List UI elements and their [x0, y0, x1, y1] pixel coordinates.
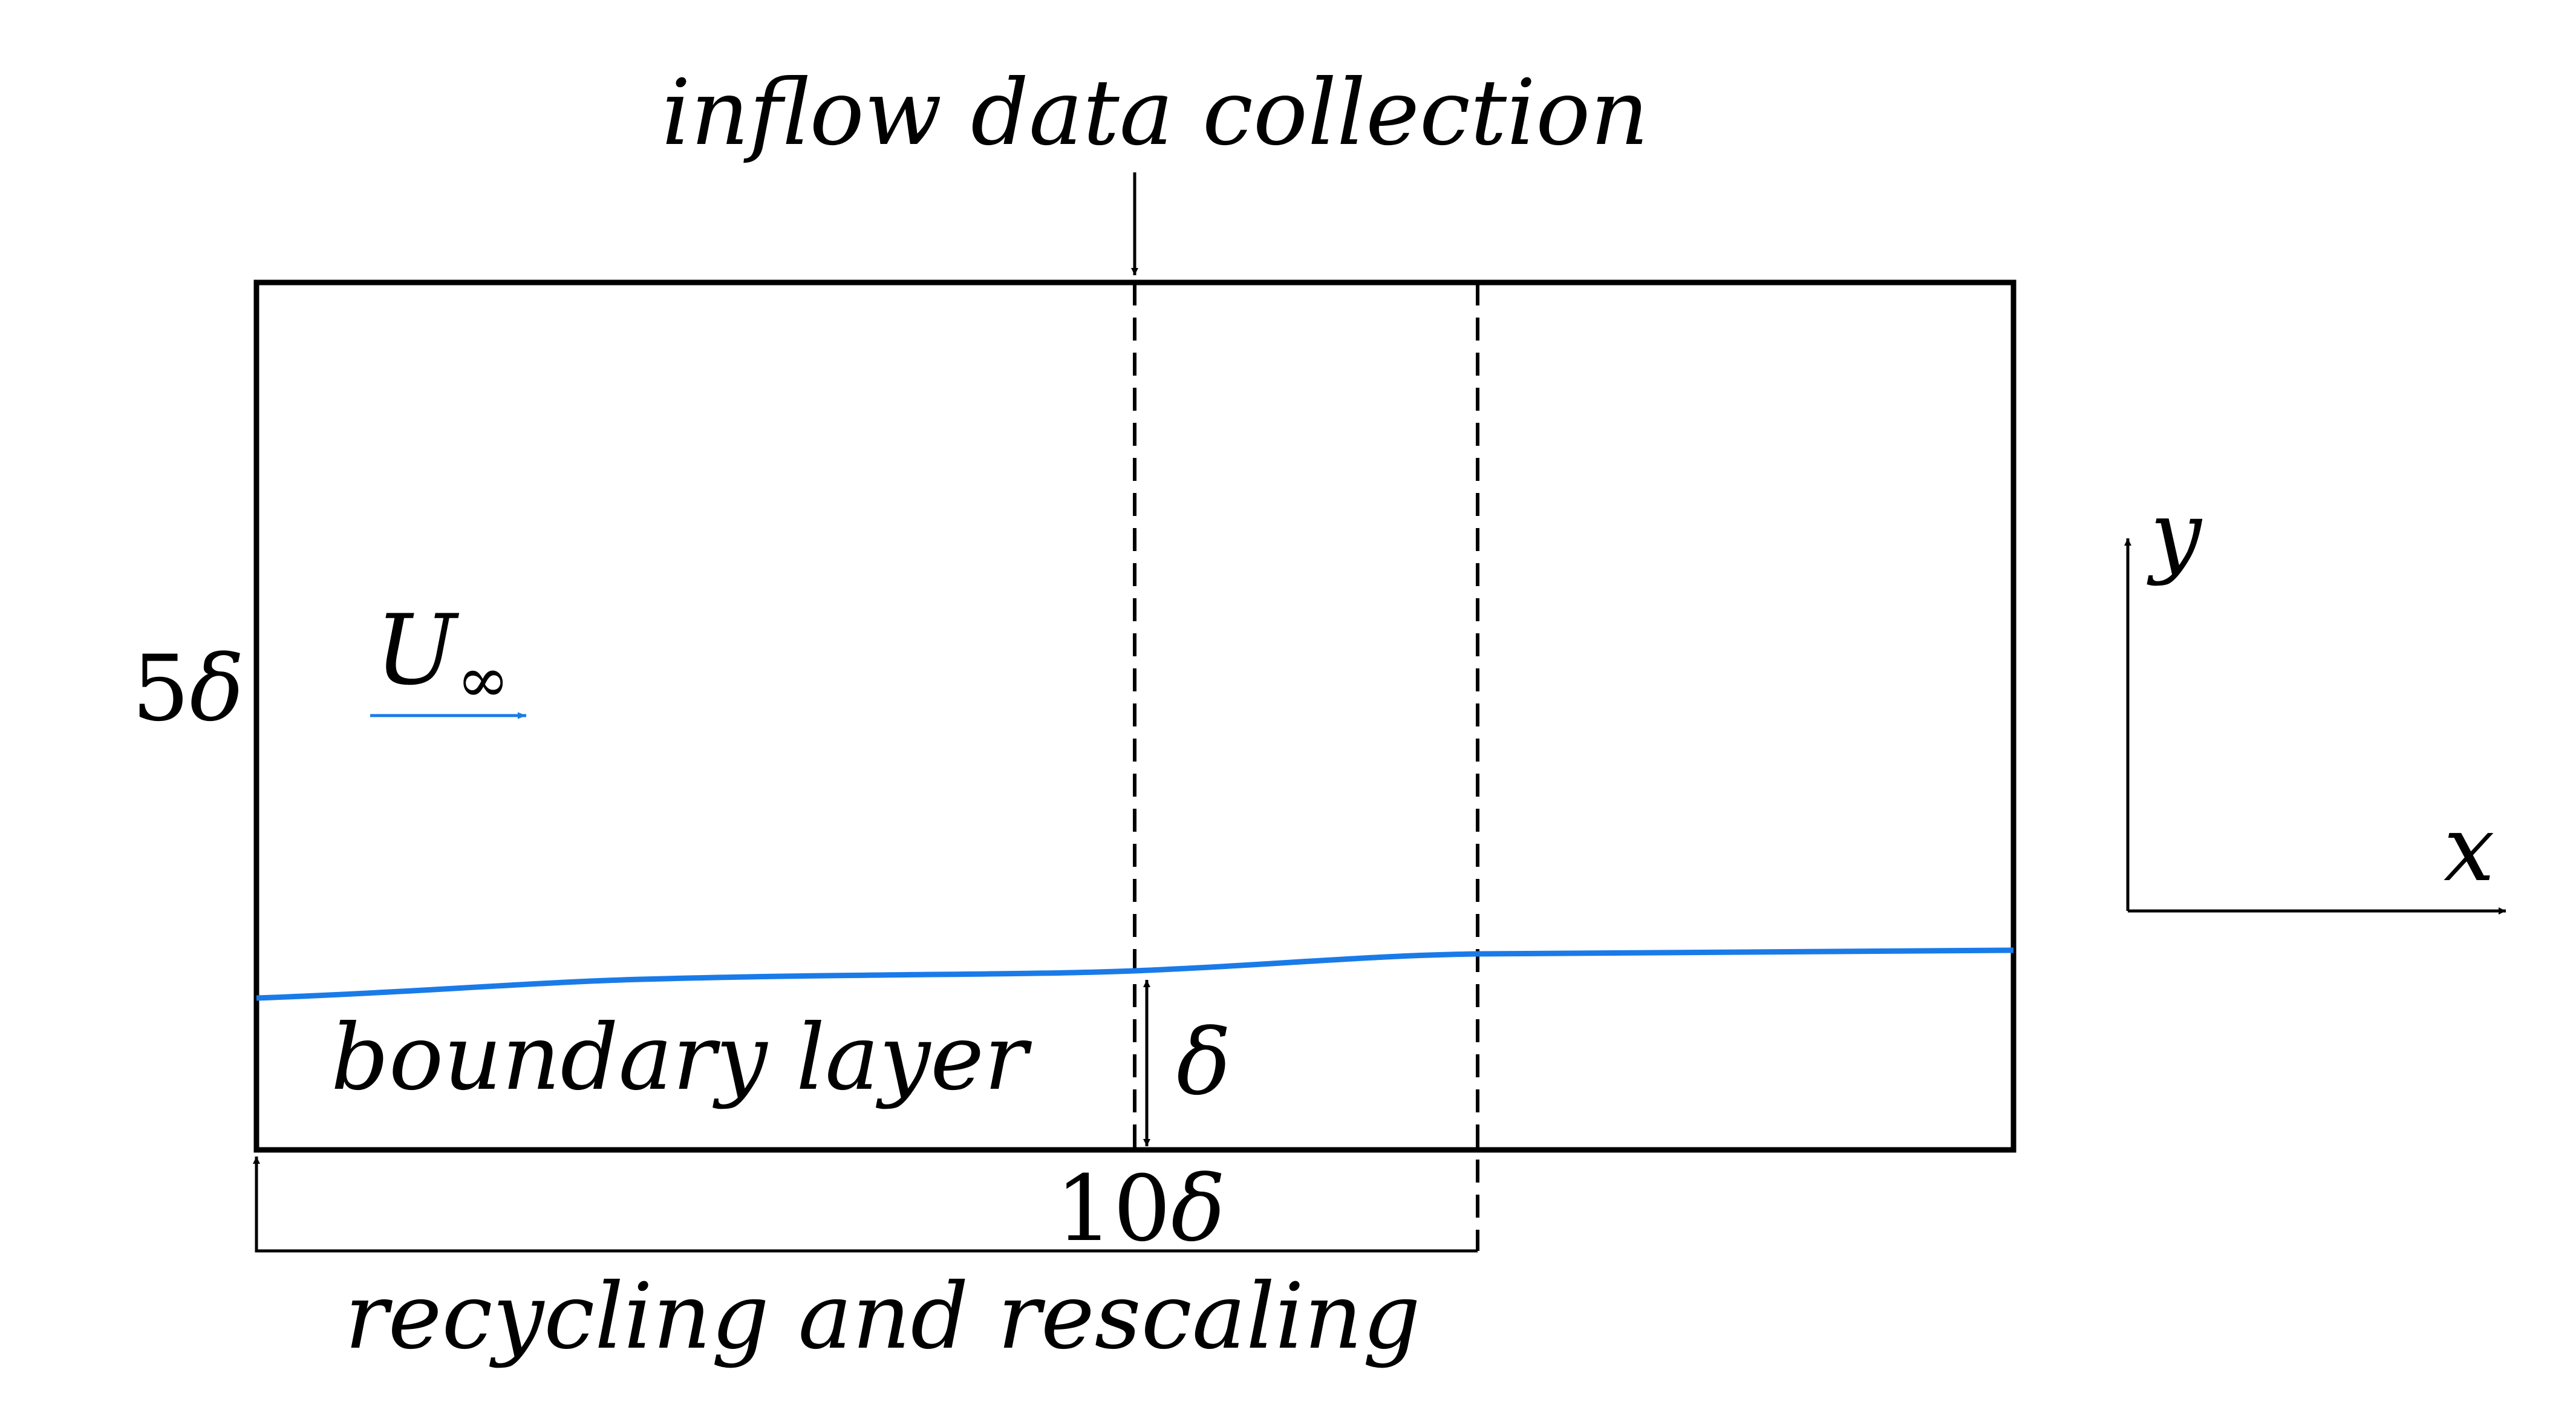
boundary-layer-edge: [256, 947, 2014, 1001]
boundary-layer-label: boundary layer: [331, 1005, 1032, 1111]
recycling-rescaling-label: recycling and rescaling: [345, 1264, 1421, 1369]
inflow-data-collection-label: inflow data collection: [662, 60, 1649, 166]
domain-length-label: 10δ: [1055, 1157, 1225, 1262]
freestream-velocity-label: U∞: [375, 593, 509, 717]
domain-height-label: 5δ: [132, 636, 244, 742]
delta-label: δ: [1176, 1010, 1231, 1115]
y-axis-label: y: [2147, 482, 2203, 587]
x-axis-label: x: [2444, 797, 2495, 902]
recycling-bracket: [253, 1157, 1478, 1253]
